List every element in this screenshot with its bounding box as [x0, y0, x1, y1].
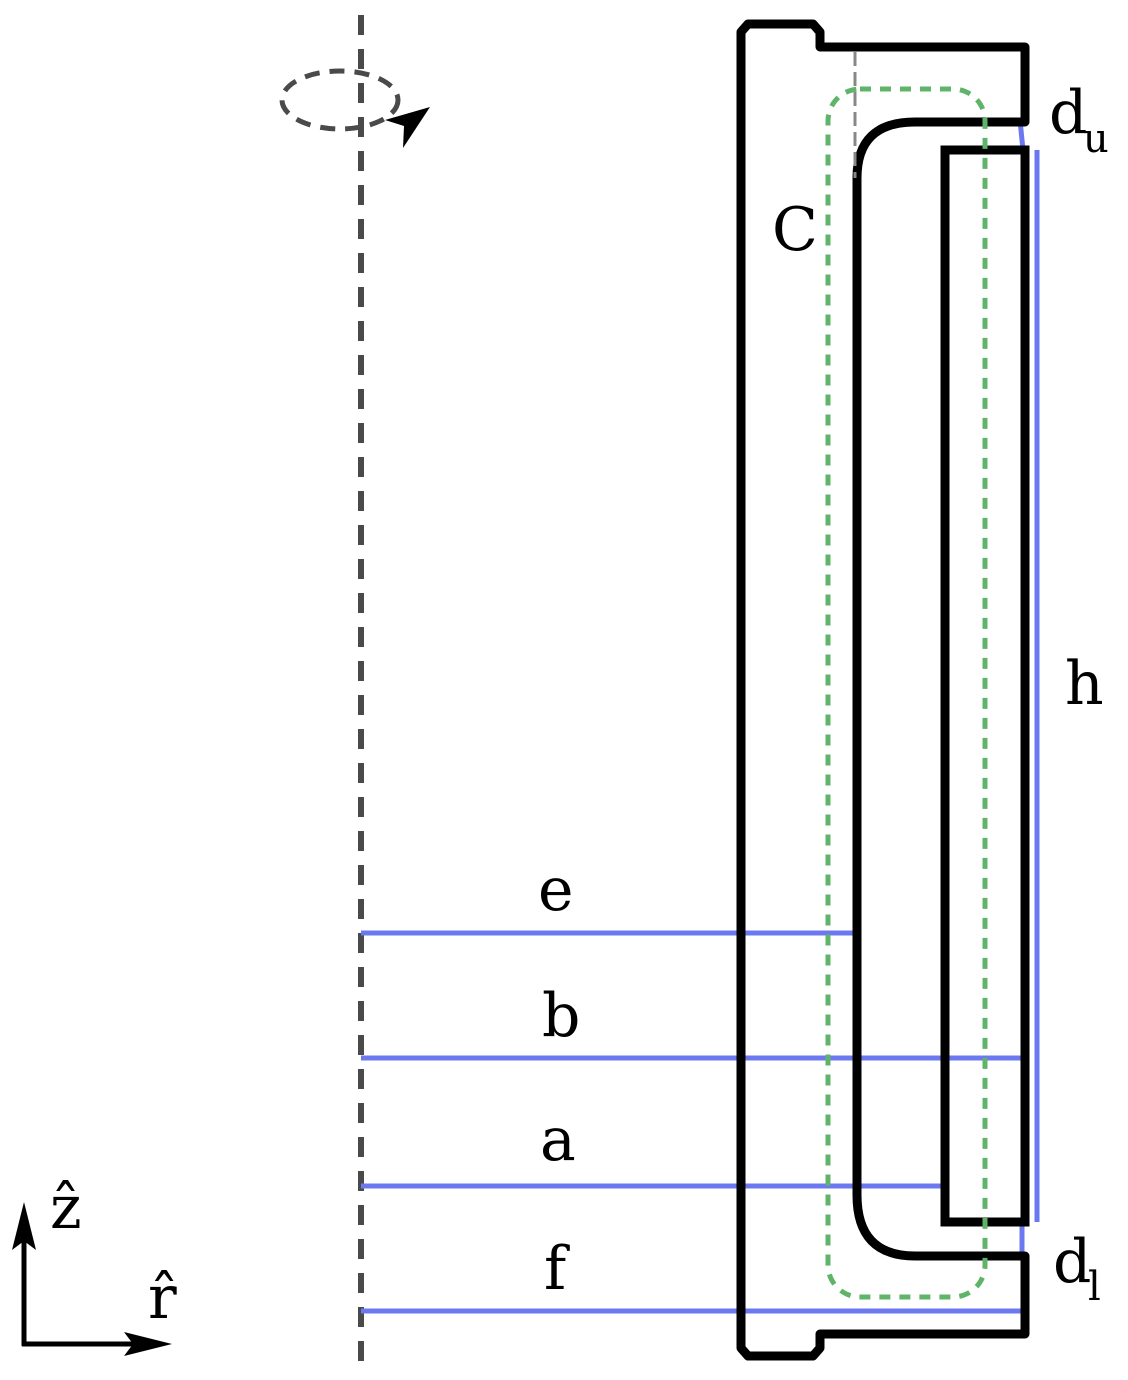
- label-dl: d: [1053, 1227, 1091, 1297]
- label-b: b: [542, 981, 580, 1051]
- outer-housing: [736, 19, 1030, 1361]
- contour-c: [825, 86, 988, 1300]
- rotation-arrow-icon: [279, 68, 430, 148]
- axes-indicator: [12, 1202, 172, 1356]
- label-du: d: [1049, 78, 1087, 148]
- label-r-hat: r̂: [148, 1263, 177, 1333]
- arrow-up-icon: [12, 1202, 36, 1250]
- label-contour-c: C: [772, 195, 818, 265]
- label-e: e: [538, 855, 574, 925]
- label-a: a: [540, 1105, 576, 1175]
- label-dl-subscript: l: [1088, 1264, 1101, 1310]
- label-du-subscript: u: [1083, 116, 1109, 162]
- label-z-hat: ẑ: [50, 1173, 82, 1243]
- arrow-right-icon: [124, 1332, 172, 1356]
- label-h: h: [1065, 649, 1104, 719]
- label-f: f: [544, 1234, 570, 1304]
